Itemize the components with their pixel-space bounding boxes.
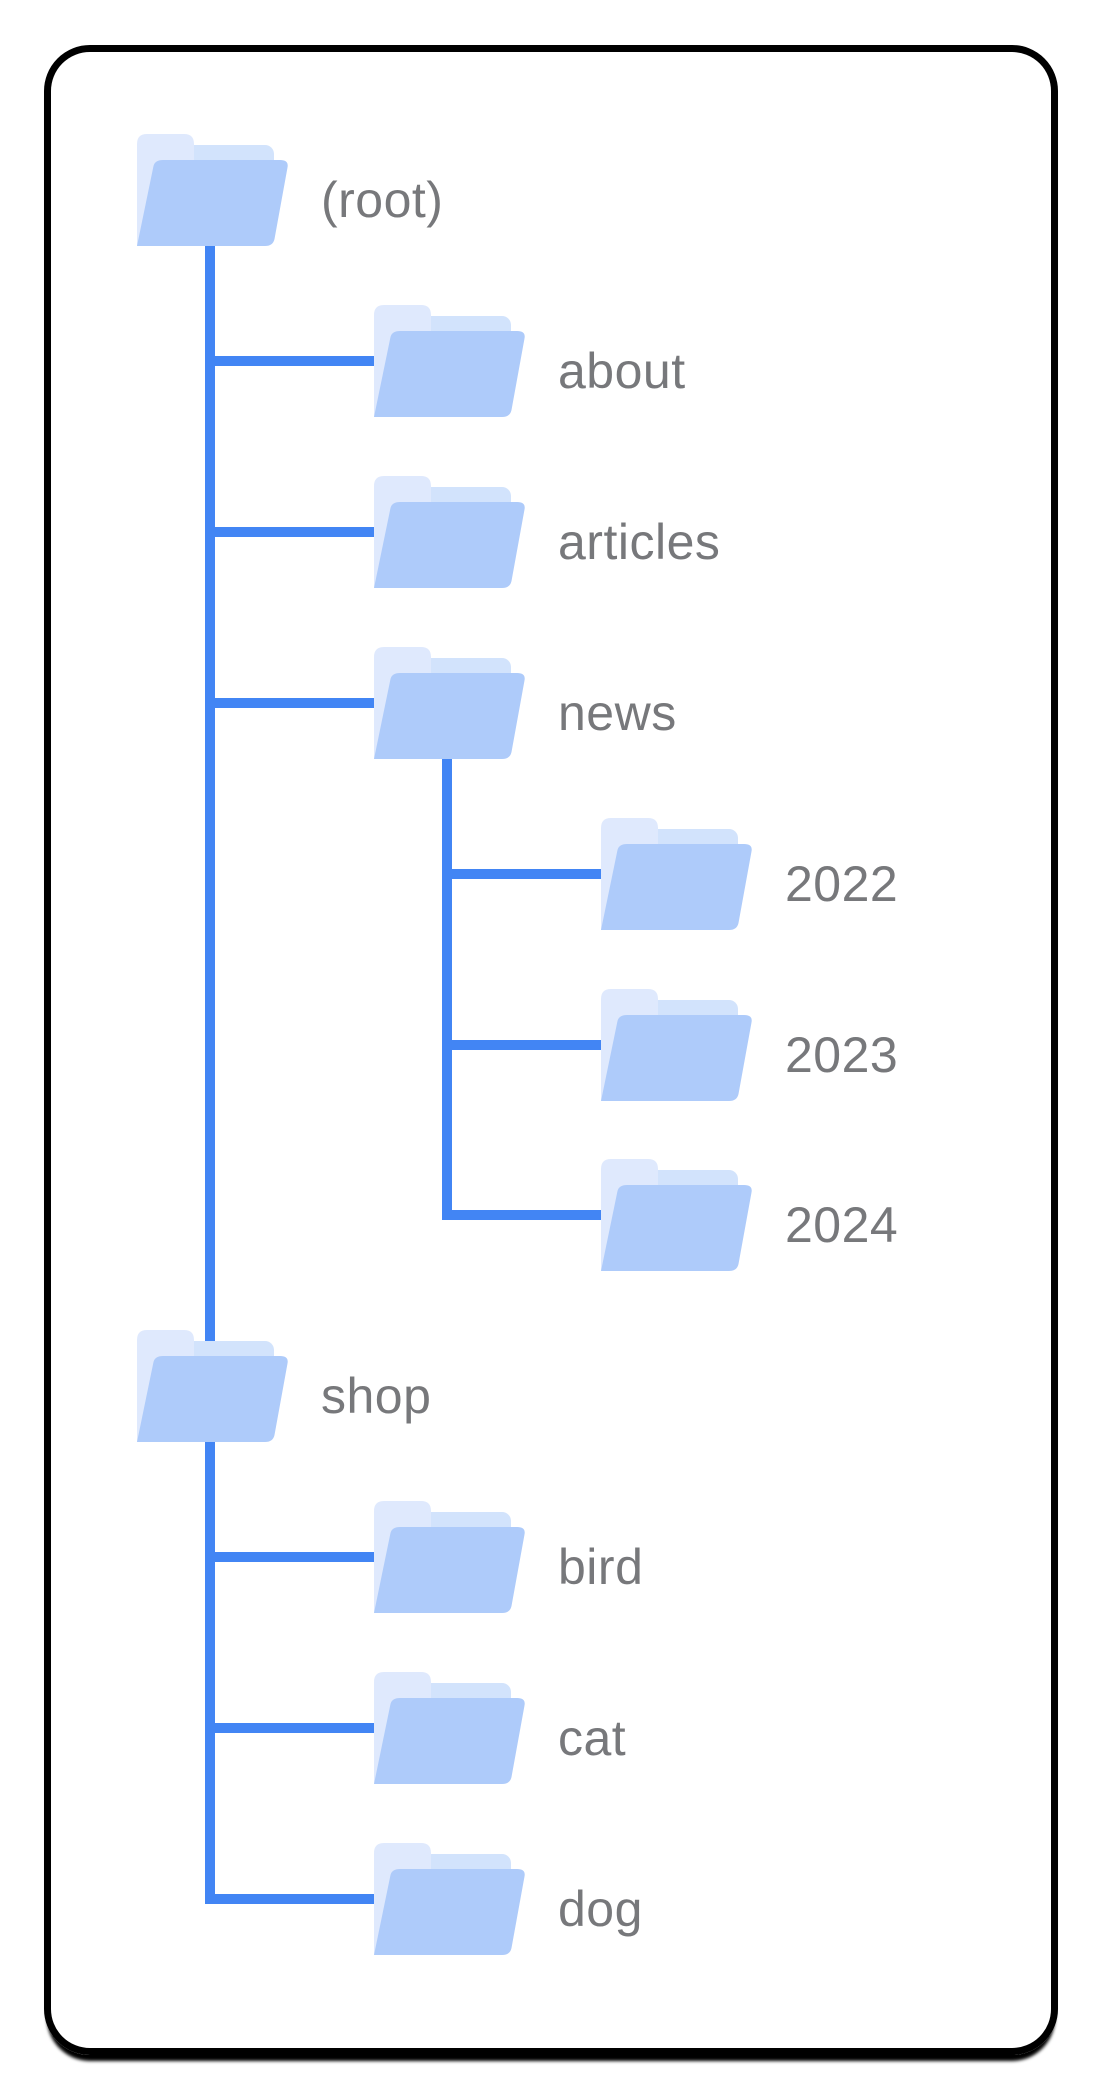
folder-icon-bird	[374, 1501, 525, 1614]
folder-icon-y2023	[601, 988, 752, 1101]
folder-icon-about	[374, 304, 525, 417]
folder-label-y2023: 2023	[785, 1026, 899, 1083]
tree-branch-articles	[205, 526, 386, 537]
folder-front-shape	[374, 330, 525, 417]
tree-branch-dog	[205, 1894, 386, 1904]
folder-front-shape	[137, 160, 288, 246]
folder-label-cat: cat	[558, 1710, 627, 1767]
folder-front-shape	[601, 1185, 752, 1272]
folder-icon-articles	[374, 475, 525, 588]
tree-trunk-news	[442, 746, 452, 1221]
folder-label-articles: articles	[558, 513, 721, 570]
folder-icon-y2024	[601, 1159, 752, 1272]
folder-label-shop: shop	[321, 1368, 432, 1425]
diagram-frame	[44, 45, 1058, 2055]
tree-branch-news	[205, 697, 386, 708]
folder-icon-y2022	[601, 817, 752, 930]
folder-label-bird: bird	[558, 1539, 644, 1596]
folder-front-shape	[374, 672, 525, 759]
folder-icon-news	[374, 646, 525, 759]
tree-branch-y2024	[442, 1210, 613, 1221]
folder-label-root: (root)	[321, 172, 444, 228]
folder-front-shape	[374, 1698, 525, 1785]
tree-branch-cat	[205, 1723, 386, 1734]
folder-front-shape	[374, 1527, 525, 1614]
folder-icon-cat	[374, 1672, 525, 1785]
folder-front-shape	[374, 1869, 525, 1955]
tree-trunk-shop	[205, 1430, 215, 1904]
folder-label-about: about	[558, 342, 686, 399]
tree-branch-y2022	[442, 868, 613, 879]
folder-label-y2022: 2022	[785, 855, 899, 912]
folder-label-news: news	[558, 684, 677, 741]
tree-branch-bird	[205, 1552, 386, 1563]
tree-branch-y2023	[442, 1039, 613, 1050]
folder-front-shape	[374, 501, 525, 588]
folder-label-y2024: 2024	[785, 1197, 899, 1254]
folder-icon-shop	[137, 1330, 288, 1443]
folder-icon-dog	[374, 1843, 525, 1955]
tree-trunk-root	[205, 234, 215, 1387]
folder-front-shape	[137, 1356, 288, 1443]
folder-front-shape	[601, 1014, 752, 1101]
folder-icon-root	[137, 134, 288, 246]
tree-branch-about	[205, 355, 386, 366]
folder-front-shape	[601, 843, 752, 930]
folder-label-dog: dog	[558, 1881, 643, 1937]
